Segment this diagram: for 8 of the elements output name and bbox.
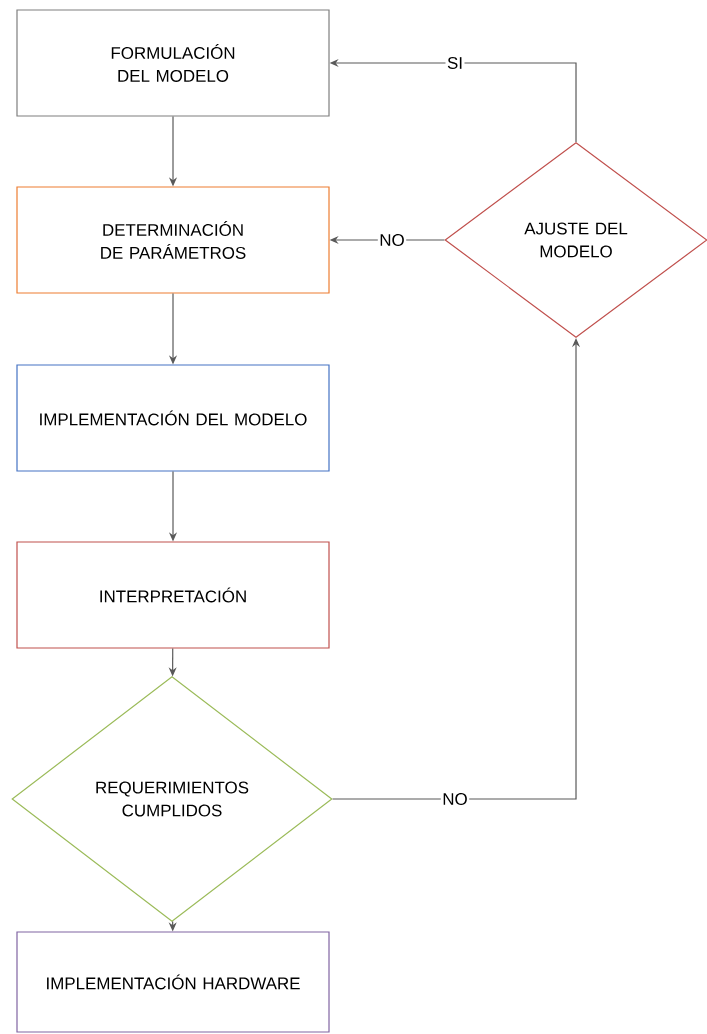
process-box: INTERPRETACIÓN [16,541,330,649]
process-box: DETERMINACIÓN DE PARÁMETROS [16,186,330,294]
process-box: FORMULACIÓN DEL MODELO [16,9,330,117]
process-box: IMPLEMENTACIÓN HARDWARE [16,931,330,1033]
edge-label: NO [377,232,407,248]
edge-label: SI [445,55,465,71]
edge-label: NO [440,791,470,807]
process-box: IMPLEMENTACIÓN DEL MODELO [16,364,330,472]
